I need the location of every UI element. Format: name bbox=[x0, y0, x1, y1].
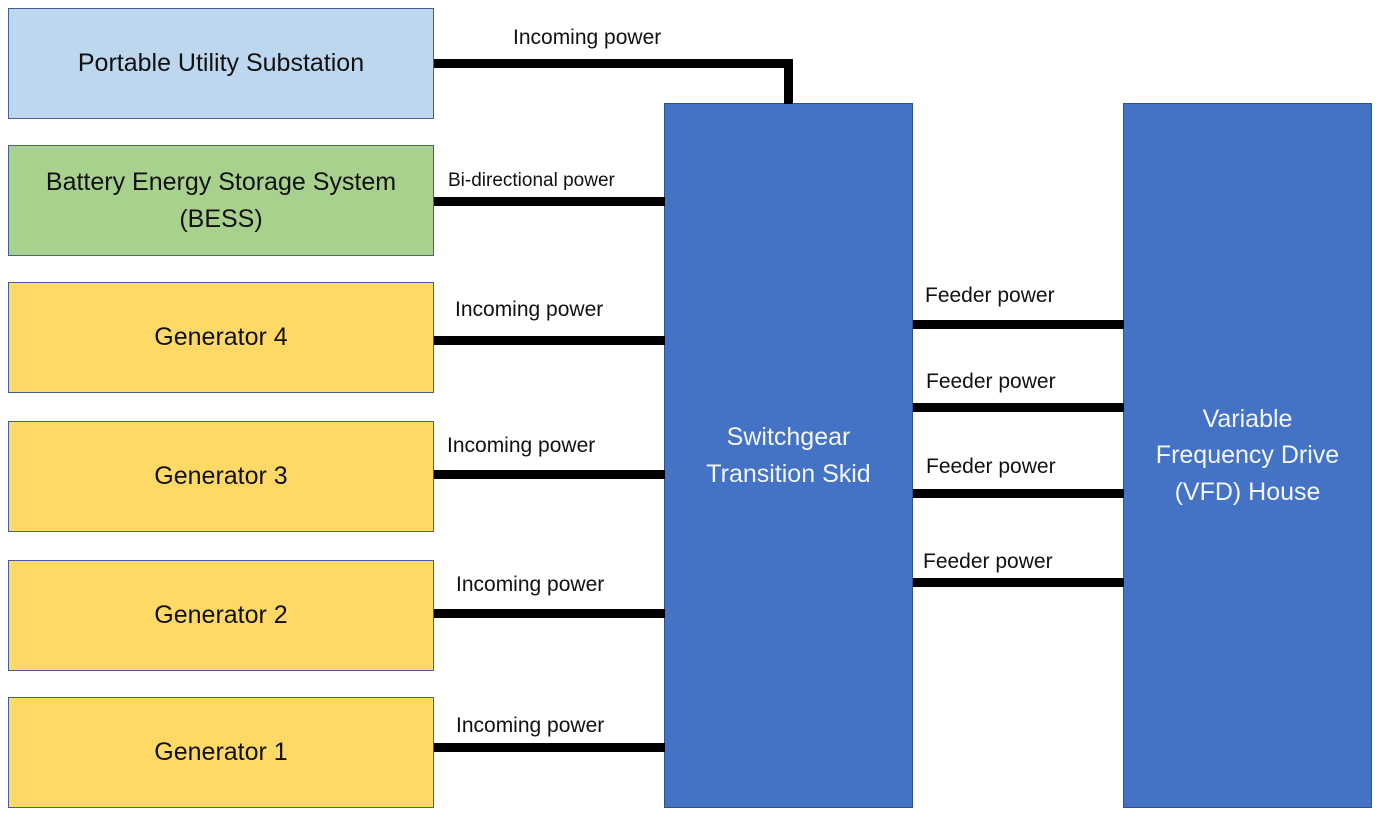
generator-3-connector bbox=[434, 470, 665, 479]
generator-2-connector-label: Incoming power bbox=[456, 573, 605, 596]
generator-3-connector-label: Incoming power bbox=[447, 434, 596, 457]
bess-connector bbox=[434, 197, 665, 206]
switchgear-label-line1: Switchgear bbox=[726, 423, 851, 452]
portable-utility-substation-box: Portable Utility Substation bbox=[8, 8, 434, 119]
feeder-connector-label: Feeder power bbox=[926, 455, 1056, 478]
feeder-connector-label: Feeder power bbox=[926, 370, 1056, 393]
substation-label: Portable Utility Substation bbox=[77, 49, 365, 78]
generator-2-box: Generator 2 bbox=[8, 560, 434, 671]
vfd-label-line1: Variable bbox=[1202, 405, 1293, 434]
substation-connector-horizontal bbox=[434, 59, 793, 68]
generator-3-box: Generator 3 bbox=[8, 421, 434, 532]
vfd-label-line3: (VFD) House bbox=[1174, 477, 1321, 506]
feeder-connector-2 bbox=[913, 403, 1124, 412]
bess-label-line2: (BESS) bbox=[179, 204, 263, 233]
substation-connector-vertical bbox=[784, 59, 793, 104]
bess-label-line1: Battery Energy Storage System bbox=[45, 168, 397, 197]
generator-4-box: Generator 4 bbox=[8, 282, 434, 393]
generator-label: Generator 4 bbox=[154, 323, 288, 352]
generator-label: Generator 3 bbox=[154, 462, 288, 491]
switchgear-label-line2: Transition Skid bbox=[706, 459, 871, 488]
bess-box: Battery Energy Storage System (BESS) bbox=[8, 145, 434, 256]
generator-label: Generator 1 bbox=[154, 738, 288, 767]
feeder-connector-3 bbox=[913, 489, 1124, 498]
feeder-connector-label: Feeder power bbox=[925, 284, 1055, 307]
generator-label: Generator 2 bbox=[154, 601, 288, 630]
feeder-connector-4 bbox=[913, 578, 1124, 587]
generator-1-box: Generator 1 bbox=[8, 697, 434, 808]
feeder-connector-1 bbox=[913, 320, 1124, 329]
generator-4-connector-label: Incoming power bbox=[455, 298, 604, 321]
generator-1-connector-label: Incoming power bbox=[456, 714, 605, 737]
substation-connector-label: Incoming power bbox=[513, 26, 662, 49]
bess-label-wrap: Battery Energy Storage System (BESS) bbox=[46, 164, 396, 237]
generator-4-connector bbox=[434, 336, 665, 345]
generator-2-connector bbox=[434, 609, 665, 618]
generator-1-connector bbox=[434, 743, 665, 752]
vfd-label-line2: Frequency Drive bbox=[1155, 441, 1340, 470]
feeder-connector-label: Feeder power bbox=[923, 550, 1053, 573]
bess-connector-label: Bi-directional power bbox=[448, 170, 615, 191]
